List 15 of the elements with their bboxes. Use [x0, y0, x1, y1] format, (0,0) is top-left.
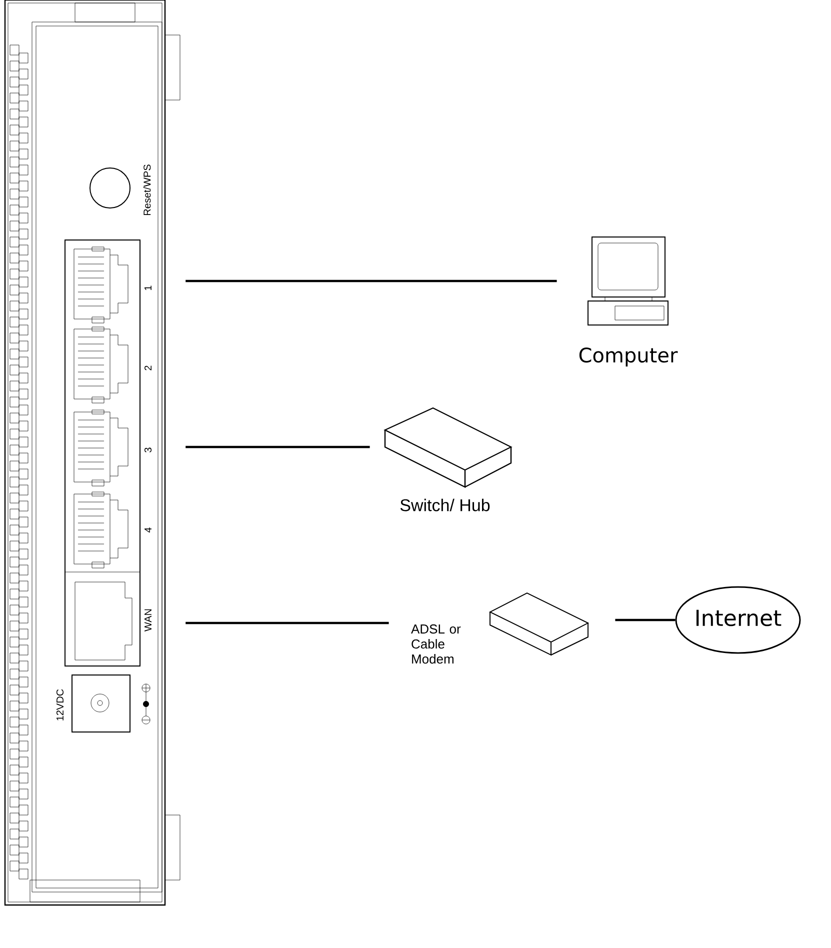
connection-line	[186, 446, 370, 448]
connection-line	[186, 280, 557, 282]
connection-line	[186, 622, 389, 624]
port-number: 4	[144, 528, 152, 533]
button-label: Reset/WPS	[143, 164, 151, 216]
port-number: 1	[144, 286, 152, 290]
port-label: WAN	[144, 609, 152, 632]
device-label: ADSL or Cable Modem	[411, 624, 461, 664]
router-drawing	[4, 0, 180, 906]
port-number: 3	[144, 448, 152, 452]
power-label: 12VDC	[56, 689, 64, 720]
connection-line	[615, 618, 676, 622]
device-label: Computer	[579, 348, 678, 366]
device-label: Switch/ Hub	[400, 498, 490, 512]
port-number: 2	[144, 366, 152, 370]
